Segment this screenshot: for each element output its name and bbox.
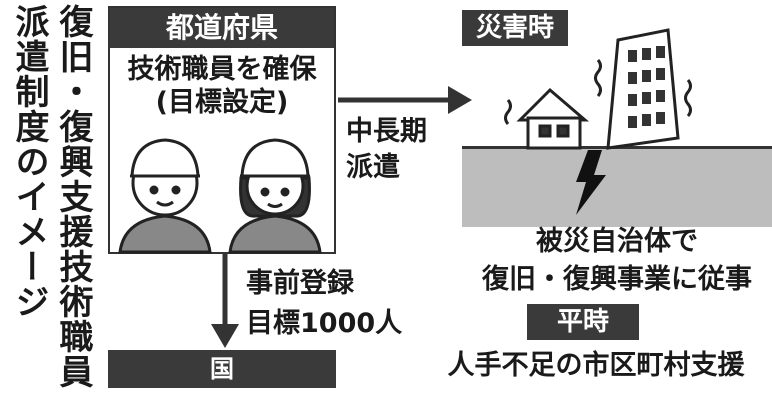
workers-illustration [118,138,322,254]
building-icon [606,28,680,150]
prefecture-header: 都道府県 [110,8,334,48]
disaster-illustration [504,28,692,215]
disaster-line2: 復旧・復興事業に従事 [482,264,752,295]
title-line2: 派遣制度のイメージ [9,4,49,319]
worker-male-icon [118,138,212,254]
registration-line2: 目標1000人 [246,308,403,339]
disaster-label: 災害時 [462,10,568,46]
prefecture-line1: 技術職員を確保 [127,54,317,85]
worker-female-icon [228,138,322,254]
disaster-line1: 被災自治体で [536,226,698,257]
national-bar: 国 [108,350,336,388]
right-arrow-icon [338,86,472,114]
prefecture-box: 都道府県 技術職員を確保 (目標設定) [108,6,336,254]
shake-lines-icon [504,59,692,125]
down-arrow-icon [211,254,239,348]
lightning-crack-icon [576,150,606,215]
title-line1: 復旧・復興支援技術職員 [53,4,93,389]
normal-label: 平時 [527,304,639,340]
normal-text: 人手不足の市区町村支援 [447,350,745,381]
house-icon [516,87,590,150]
registration-line1: 事前登録 [246,268,354,299]
dispatch-line2: 派遣 [346,152,400,183]
dispatch-line1: 中長期 [346,116,427,147]
prefecture-line2: (目標設定) [155,87,289,118]
